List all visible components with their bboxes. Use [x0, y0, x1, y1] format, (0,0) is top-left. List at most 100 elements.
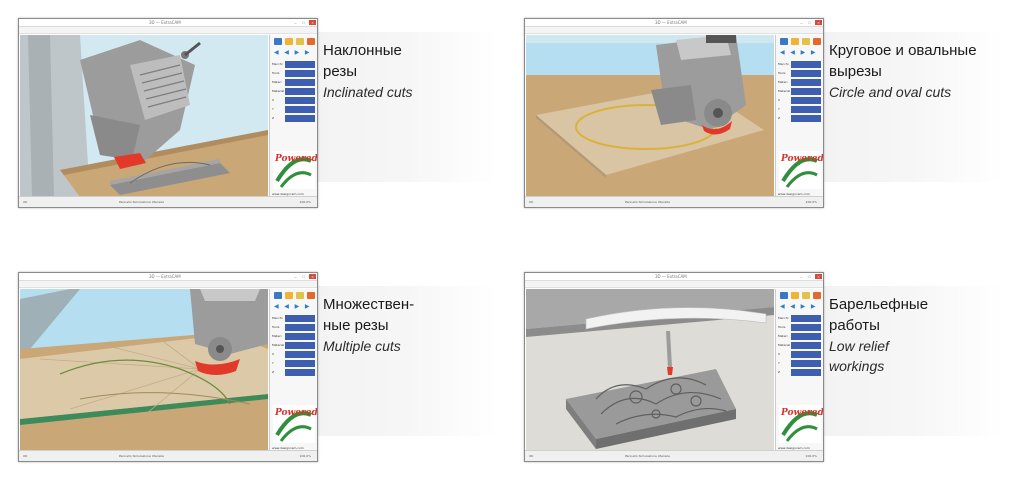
caption-ru-line: работы: [829, 317, 880, 334]
lightbulb-icon[interactable]: [802, 292, 810, 299]
logo-text: Powered by: [780, 408, 823, 418]
playback-controls[interactable]: ◀ ◀ ▶ ▶: [780, 304, 818, 310]
param-field[interactable]: [285, 115, 315, 122]
caption-background: [288, 32, 498, 182]
powered-by-logo: Powered by: [779, 151, 823, 189]
3d-viewport[interactable]: [526, 35, 774, 197]
param-field[interactable]: [285, 324, 315, 331]
param-field[interactable]: [791, 351, 821, 358]
param-field[interactable]: [285, 70, 315, 77]
param-field[interactable]: [791, 360, 821, 367]
param-field[interactable]: [285, 360, 315, 367]
tool-icon[interactable]: [813, 38, 821, 45]
param-label: Material: [778, 89, 791, 93]
param-field[interactable]: [791, 324, 821, 331]
param-label: Y: [272, 361, 274, 365]
close-button[interactable]: ×: [815, 274, 822, 279]
param-label: Macchi: [778, 62, 789, 66]
tool-icon[interactable]: [813, 292, 821, 299]
website-link[interactable]: www.designcam.com: [272, 192, 304, 196]
tool-icon[interactable]: [307, 292, 315, 299]
param-field[interactable]: [791, 369, 821, 376]
close-button[interactable]: ×: [309, 20, 316, 25]
maximize-button[interactable]: □: [808, 20, 811, 25]
parameter-list: Macchi Tools Materi Material X Y Z: [778, 61, 822, 124]
param-label: Tools: [778, 71, 786, 75]
param-field[interactable]: [791, 88, 821, 95]
param-field[interactable]: [791, 97, 821, 104]
menu-bar: File Edit Impostazioni Simulation Sudoku…: [525, 27, 823, 41]
playback-controls[interactable]: ◀ ◀ ▶ ▶: [780, 50, 818, 56]
menu-bar: File Edit Impostazioni Simulation Sudoku…: [19, 281, 317, 295]
param-field[interactable]: [285, 88, 315, 95]
param-field[interactable]: [285, 315, 315, 322]
maximize-button[interactable]: □: [808, 274, 811, 279]
caption: Наклонные резы Inclinated cuts: [323, 40, 498, 102]
param-field[interactable]: [285, 369, 315, 376]
param-field[interactable]: [285, 61, 315, 68]
3d-viewport[interactable]: [526, 289, 774, 451]
param-field[interactable]: [791, 315, 821, 322]
close-button[interactable]: ×: [309, 274, 316, 279]
param-label: Tools: [272, 325, 280, 329]
status-left: OK: [529, 200, 534, 204]
3d-viewport[interactable]: [20, 35, 268, 197]
save-icon[interactable]: [780, 292, 788, 299]
param-label: Material: [272, 343, 285, 347]
status-middle: Pannello Simulazione Utensile: [119, 200, 164, 204]
minimize-button[interactable]: –: [294, 20, 297, 25]
website-link[interactable]: www.designcam.com: [272, 446, 304, 450]
minimize-button[interactable]: –: [800, 274, 803, 279]
param-field[interactable]: [791, 333, 821, 340]
open-folder-icon[interactable]: [791, 38, 799, 45]
close-button[interactable]: ×: [815, 20, 822, 25]
website-link[interactable]: www.designcam.com: [778, 192, 810, 196]
open-folder-icon[interactable]: [285, 38, 293, 45]
playback-controls[interactable]: ◀ ◀ ▶ ▶: [274, 304, 312, 310]
param-field[interactable]: [791, 106, 821, 113]
save-icon[interactable]: [780, 38, 788, 45]
playback-controls[interactable]: ◀ ◀ ▶ ▶: [274, 50, 312, 56]
title-bar: 3D — ExtraCAM – □ ×: [525, 19, 823, 27]
param-field[interactable]: [285, 97, 315, 104]
save-icon[interactable]: [274, 292, 282, 299]
card-inclinated-cuts: 3D — ExtraCAM – □ × File Edit Impostazio…: [18, 18, 498, 218]
minimize-button[interactable]: –: [800, 20, 803, 25]
open-folder-icon[interactable]: [791, 292, 799, 299]
param-field[interactable]: [285, 333, 315, 340]
minimize-button[interactable]: –: [294, 274, 297, 279]
status-zoom: 100.0%: [805, 200, 817, 204]
control-panel: ◀ ◀ ▶ ▶ Macchi Tools Materi Material X Y…: [269, 35, 317, 197]
param-label: X: [272, 98, 275, 102]
status-left: OK: [529, 454, 534, 458]
param-label: Materi: [272, 80, 282, 84]
lightbulb-icon[interactable]: [296, 38, 304, 45]
param-field[interactable]: [285, 79, 315, 86]
param-field[interactable]: [791, 70, 821, 77]
caption-en-line: Low relief: [829, 338, 889, 354]
lightbulb-icon[interactable]: [296, 292, 304, 299]
param-label: Material: [778, 343, 791, 347]
status-bar: OK Pannello Simulazione Utensile 100.0%: [19, 450, 317, 461]
param-label: Materi: [778, 334, 788, 338]
app-window: 3D — ExtraCAM – □ × File Edit Impostazio…: [524, 18, 824, 208]
param-field[interactable]: [285, 342, 315, 349]
maximize-button[interactable]: □: [302, 20, 305, 25]
lightbulb-icon[interactable]: [802, 38, 810, 45]
param-field[interactable]: [791, 342, 821, 349]
param-field[interactable]: [791, 61, 821, 68]
param-field[interactable]: [791, 79, 821, 86]
website-link[interactable]: www.designcam.com: [778, 446, 810, 450]
param-field[interactable]: [791, 115, 821, 122]
3d-viewport[interactable]: [20, 289, 268, 451]
param-label: X: [778, 352, 781, 356]
save-icon[interactable]: [274, 38, 282, 45]
param-field[interactable]: [285, 106, 315, 113]
param-field[interactable]: [285, 351, 315, 358]
maximize-button[interactable]: □: [302, 274, 305, 279]
tool-icon[interactable]: [307, 38, 315, 45]
caption-background: [794, 32, 1004, 182]
caption-ru-line: Круговое и овальные: [829, 42, 977, 59]
open-folder-icon[interactable]: [285, 292, 293, 299]
param-label: Y: [272, 107, 274, 111]
